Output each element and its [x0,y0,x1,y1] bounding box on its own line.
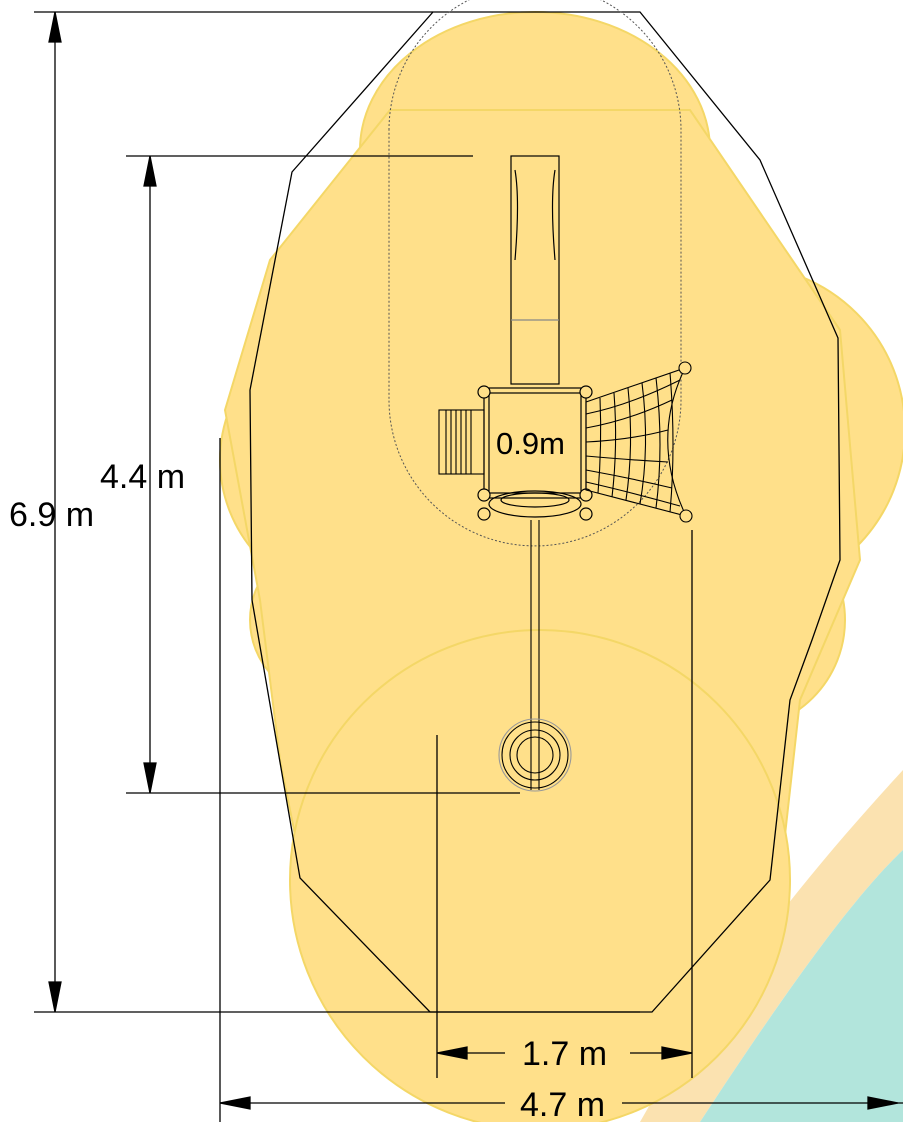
dimension-equipment-length [126,155,520,794]
slide [510,155,560,385]
area-boundary-outline [249,11,841,1013]
equipment-length-label: 4.4 m [100,458,185,496]
safety-zone [219,11,903,1122]
dimension-overall-length [34,11,640,1013]
dimension-offset-width [436,530,693,1078]
slide-runout-zone [388,0,682,547]
platform-height-label: 0.9m [496,426,565,461]
ladder [438,409,485,475]
climbing-net [585,361,693,523]
overall-length-label: 6.9 m [9,496,94,534]
pole-and-ring [498,520,572,792]
overall-width-label: 4.7 m [520,1086,605,1122]
offset-width-label: 1.7 m [522,1035,607,1073]
dimension-overall-width [219,438,903,1122]
